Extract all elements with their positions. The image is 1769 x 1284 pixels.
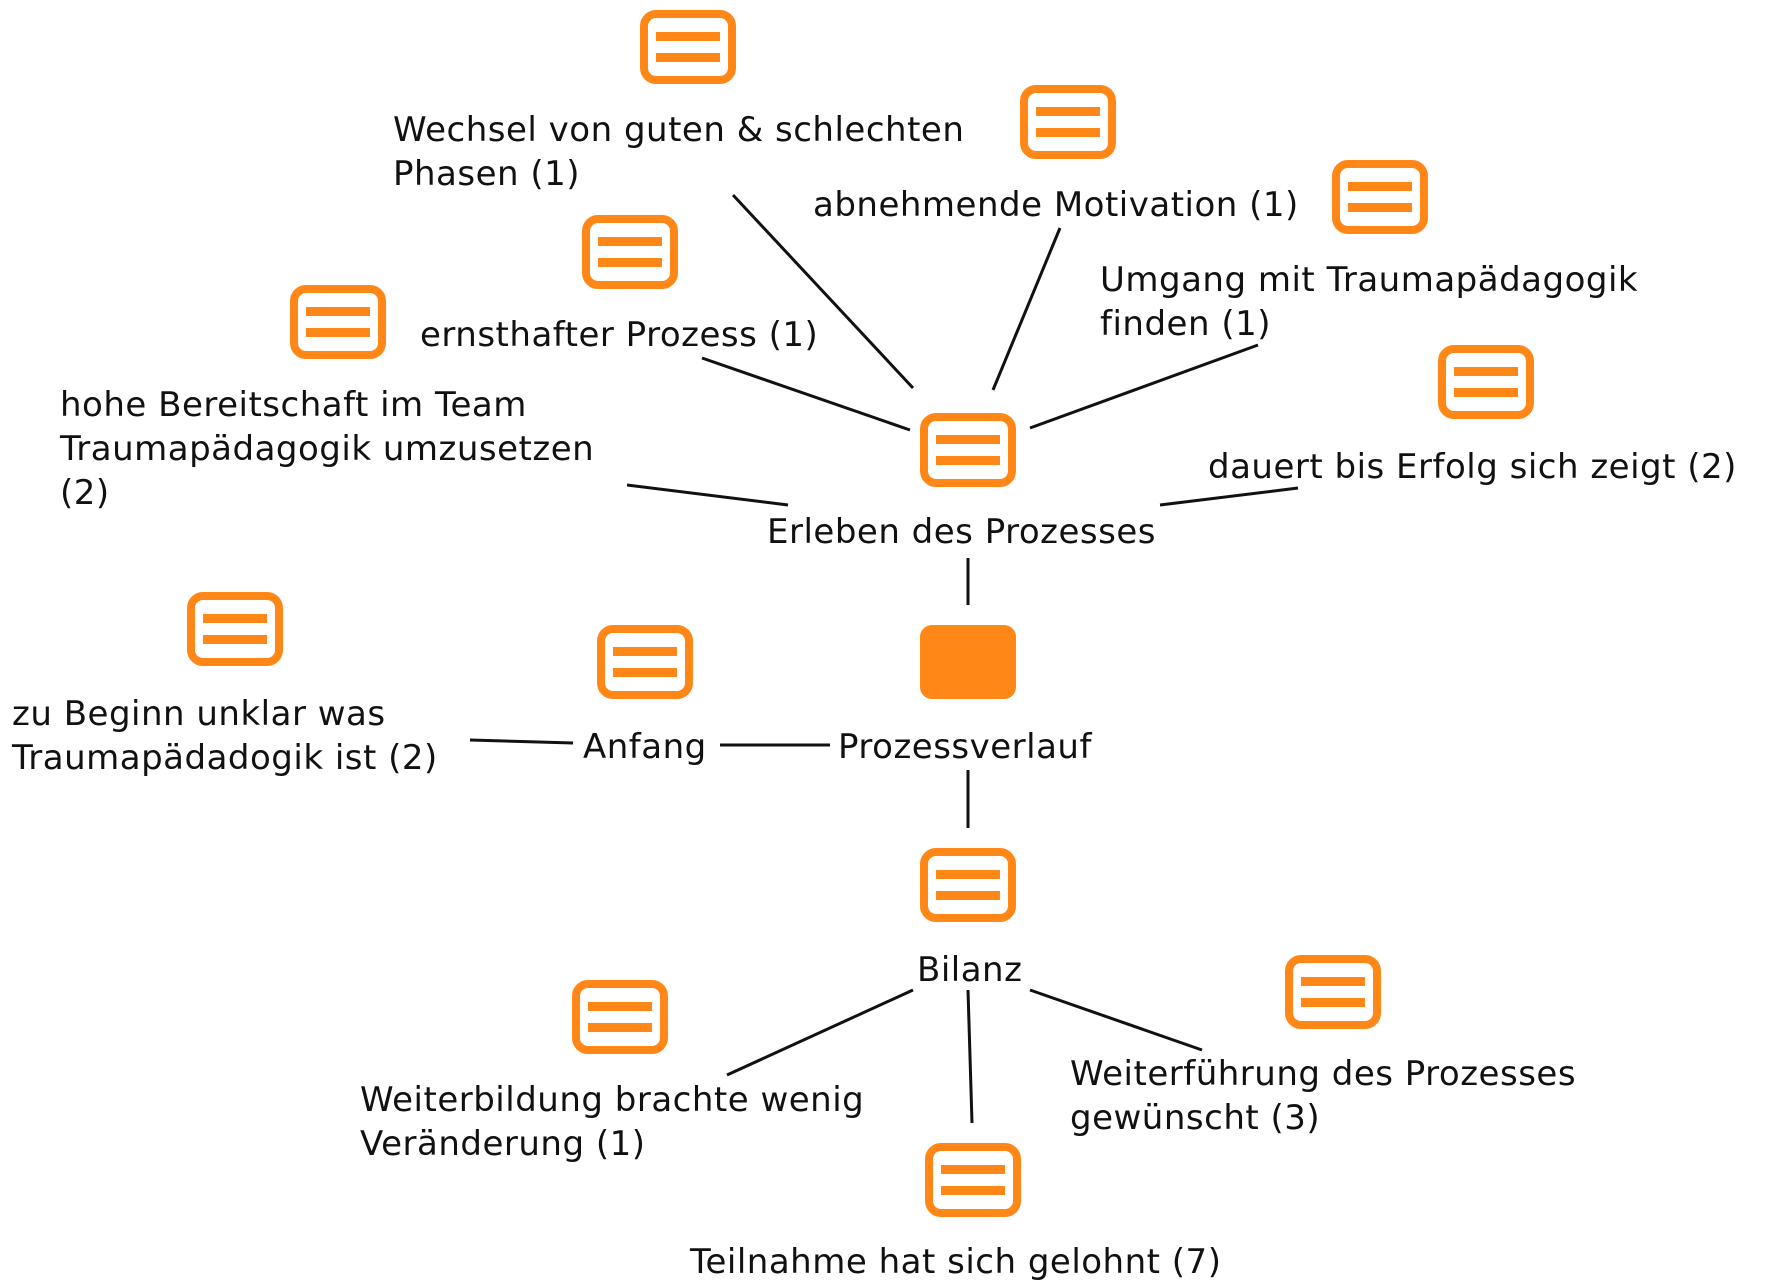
teilnahme-label[interactable]: Teilnahme hat sich gelohnt (7) xyxy=(690,1242,1222,1282)
edge-erleben-ernsthaft xyxy=(701,356,911,432)
edge-erleben-wechsel xyxy=(731,193,915,390)
document-lines-icon[interactable] xyxy=(572,980,668,1054)
filled-square-icon[interactable] xyxy=(920,625,1016,699)
edge-bilanz-weiterfuehrung xyxy=(1029,988,1203,1052)
edge-anfang-beginn xyxy=(469,738,574,745)
bilanz-label[interactable]: Bilanz xyxy=(917,950,1023,990)
document-lines-icon[interactable] xyxy=(597,625,693,699)
document-lines-icon[interactable] xyxy=(925,1143,1021,1217)
edge-erleben-bereitschaft xyxy=(626,483,789,507)
document-lines-icon[interactable] xyxy=(920,848,1016,922)
root-label[interactable]: Prozessverlauf xyxy=(838,727,1092,767)
edge-erleben-umgang xyxy=(1029,343,1259,430)
beginn-label[interactable]: zu Beginn unklar was Traumapädadogik ist… xyxy=(12,694,438,778)
document-lines-icon[interactable] xyxy=(1285,955,1381,1029)
wechsel-label[interactable]: Wechsel von guten & schlechten Phasen (1… xyxy=(393,110,965,194)
erleben-label[interactable]: Erleben des Prozesses xyxy=(767,512,1156,552)
anfang-label[interactable]: Anfang xyxy=(583,727,707,767)
weiterbildung-label[interactable]: Weiterbildung brachte wenig Veränderung … xyxy=(360,1080,865,1164)
document-lines-icon[interactable] xyxy=(1020,85,1116,159)
edge-bilanz-teilnahme xyxy=(966,989,974,1124)
document-lines-icon[interactable] xyxy=(920,413,1016,487)
motivation-label[interactable]: abnehmende Motivation (1) xyxy=(813,185,1299,225)
dauert-label[interactable]: dauert bis Erfolg sich zeigt (2) xyxy=(1208,447,1737,487)
bereitschaft-label[interactable]: hohe Bereitschaft im Team Traumapädagogi… xyxy=(60,385,595,513)
document-lines-icon[interactable] xyxy=(582,215,678,289)
document-lines-icon[interactable] xyxy=(640,10,736,84)
weiterfuehrung-label[interactable]: Weiterführung des Prozesses gewünscht (3… xyxy=(1070,1054,1577,1138)
document-lines-icon[interactable] xyxy=(187,592,283,666)
document-lines-icon[interactable] xyxy=(1438,345,1534,419)
edge-erleben-motivation xyxy=(991,227,1062,391)
document-lines-icon[interactable] xyxy=(290,285,386,359)
document-lines-icon[interactable] xyxy=(1332,160,1428,234)
umgang-label[interactable]: Umgang mit Traumapädagogik finden (1) xyxy=(1100,260,1639,344)
edge-erleben-dauert xyxy=(1159,486,1299,507)
ernsthaft-label[interactable]: ernsthafter Prozess (1) xyxy=(420,315,819,355)
edge-bilanz-weiterbildung xyxy=(726,988,914,1077)
